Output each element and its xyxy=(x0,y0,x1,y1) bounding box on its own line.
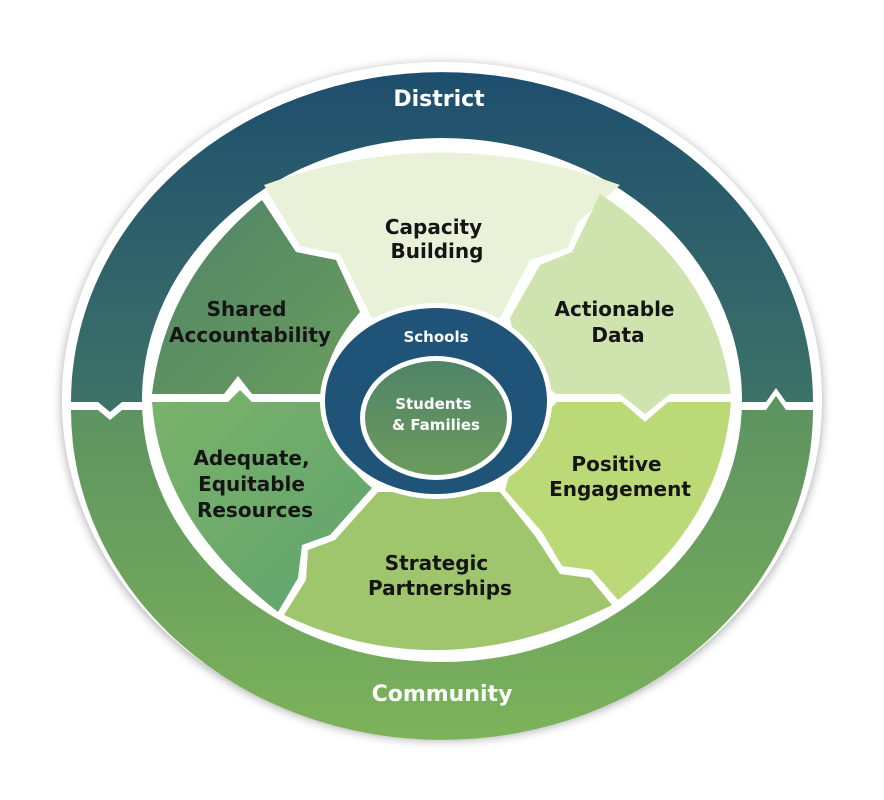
positive-engagement-label: Positive Engagement xyxy=(549,452,691,501)
students-families-label: Students & Families xyxy=(392,395,480,434)
adequate-resources-label: Adequate, Equitable Resources xyxy=(193,446,316,522)
segment-resources xyxy=(152,390,372,612)
shared-accountability-label: Shared Accountability xyxy=(169,297,331,347)
capacity-building-label: Capacity Building xyxy=(385,215,489,263)
students-core xyxy=(365,361,507,475)
strategic-partnerships-label: Strategic Partnerships xyxy=(368,551,512,600)
segment-positive-engagement xyxy=(505,402,731,600)
segment-capacity-building xyxy=(264,152,620,318)
schools-label: Schools xyxy=(403,328,468,346)
actionable-data-label: Actionable Data xyxy=(555,297,682,347)
segment-strategic-partnerships xyxy=(284,492,612,651)
community-label: Community xyxy=(372,682,513,707)
segment-actionable-data xyxy=(510,194,731,414)
district-label: District xyxy=(393,87,485,112)
segment-shared-accountability xyxy=(152,200,360,394)
